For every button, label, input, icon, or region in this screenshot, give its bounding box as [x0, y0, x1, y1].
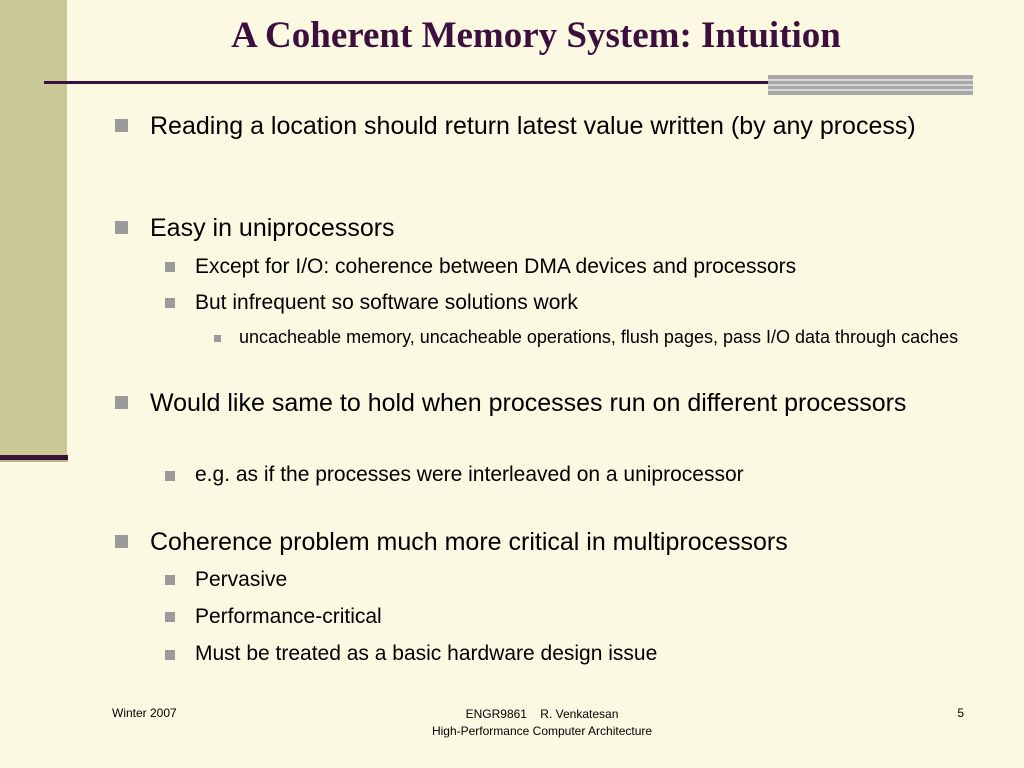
sidebar-rule	[0, 455, 68, 460]
bullet-square-icon	[115, 221, 128, 234]
bullet-level2: Pervasive	[195, 568, 288, 591]
footer-course-info: ENGR9861 R. Venkatesan High-Performance …	[392, 706, 692, 740]
sidebar-decoration	[0, 0, 67, 455]
bullet-square-icon	[165, 575, 175, 585]
footer-course-title: High-Performance Computer Architecture	[431, 724, 653, 738]
bullet-level2: Except for I/O: coherence between DMA de…	[195, 255, 797, 278]
bullet-square-icon	[115, 396, 128, 409]
sidebar-rule-light	[0, 460, 68, 462]
bullet-level2: Must be treated as a basic hardware desi…	[195, 642, 658, 665]
bullet-square-icon	[165, 612, 175, 622]
bullet-square-icon	[165, 650, 175, 660]
page-number: 5	[957, 706, 964, 720]
bullet-square-icon	[115, 119, 128, 132]
bullet-level1: Easy in uniprocessors	[150, 214, 395, 242]
title-rule	[44, 81, 972, 84]
footer-course-author: ENGR9861 R. Venkatesan	[465, 707, 619, 721]
bullet-level2: e.g. as if the processes were interleave…	[195, 463, 744, 486]
bullet-square-icon	[115, 535, 128, 548]
bullet-level1: Coherence problem much more critical in …	[150, 528, 788, 556]
bullet-level3: uncacheable memory, uncacheable operatio…	[239, 327, 959, 347]
slide-title: A Coherent Memory System: Intuition	[231, 15, 841, 56]
bullet-level1: Would like same to hold when processes r…	[150, 389, 907, 417]
bullet-level2: Performance-critical	[195, 605, 382, 628]
bullet-square-icon	[165, 262, 175, 272]
bullet-level2: But infrequent so software solutions wor…	[195, 291, 578, 314]
bullet-level1: Reading a location should return latest …	[150, 112, 916, 140]
bullet-square-icon	[165, 471, 175, 481]
footer-date: Winter 2007	[112, 706, 177, 720]
title-accent-block	[768, 75, 973, 95]
bullet-square-icon	[165, 298, 175, 308]
bullet-square-icon	[214, 335, 221, 342]
slide-body: Reading a location should return latest …	[115, 112, 959, 665]
